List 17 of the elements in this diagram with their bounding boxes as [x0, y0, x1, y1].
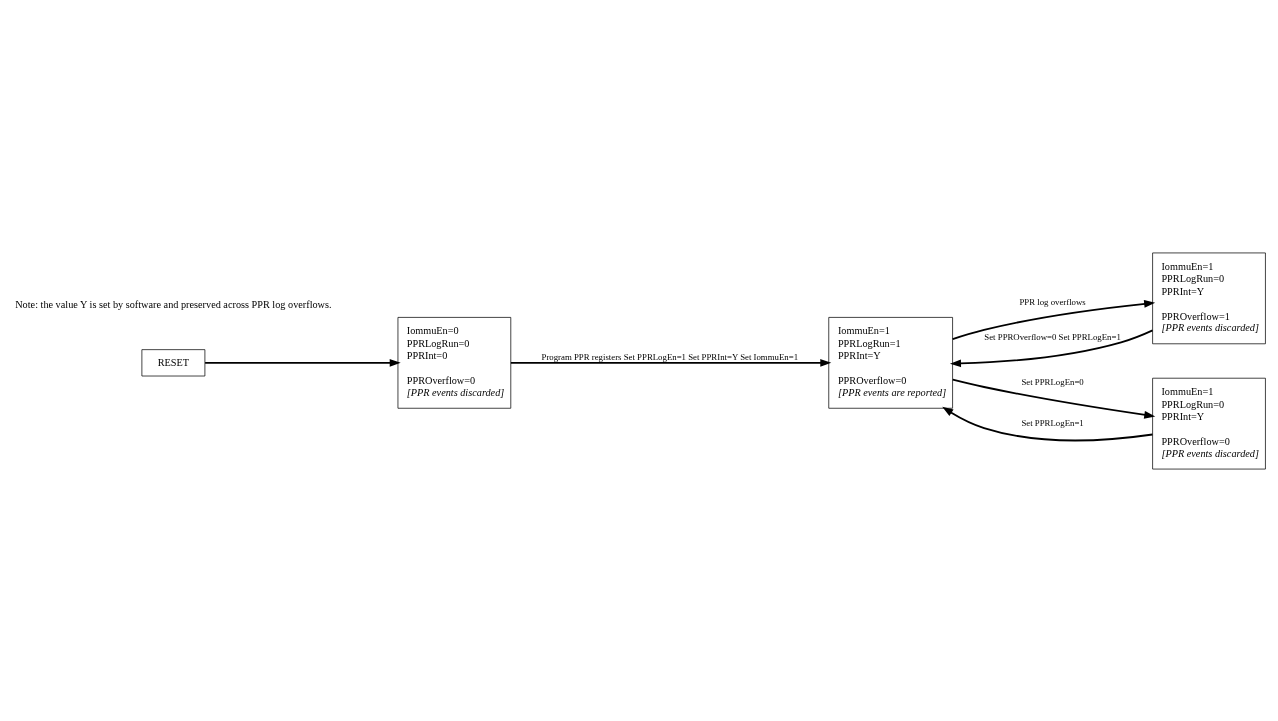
- edge-label: PPR log overflows: [1019, 296, 1086, 307]
- arrow: [951, 299, 1156, 340]
- arrow: [204, 358, 401, 367]
- label: Note: the value Y is set by software and preserved across PPR log overflows.: [15, 298, 332, 310]
- arrow: [951, 378, 1156, 419]
- node-box: IommuEn=1 PPRLogRun=0 PPRInt=Y PPROverflow=0 [PPR events discarded]: [1152, 377, 1266, 469]
- arrow: [949, 328, 1154, 367]
- node-box: IommuEn=0 PPRLogRun=0 PPRInt=0 PPROverflow=0 [PPR events discarded]: [397, 316, 512, 409]
- edge-label: Set PPRLogEn=0: [1021, 376, 1084, 387]
- arrow: [509, 358, 832, 367]
- edge-label: Set PPRLogEn=1: [1021, 417, 1084, 428]
- edge-label: Set PPROverflow=0 Set PPRLogEn=1: [984, 331, 1121, 342]
- arrow: [942, 406, 1154, 441]
- edge-label: Program PPR registers Set PPRLogEn=1 Set PPRInt=Y Set IommuEn=1: [541, 351, 799, 362]
- node-box: RESET: [141, 348, 206, 376]
- node-box: IommuEn=1 PPRLogRun=0 PPRInt=Y PPROverflow=1 [PPR events discarded]: [1152, 252, 1266, 344]
- node-box: IommuEn=1 PPRLogRun=1 PPRInt=Y PPROverflow=0 [PPR events are reported]: [828, 316, 953, 409]
